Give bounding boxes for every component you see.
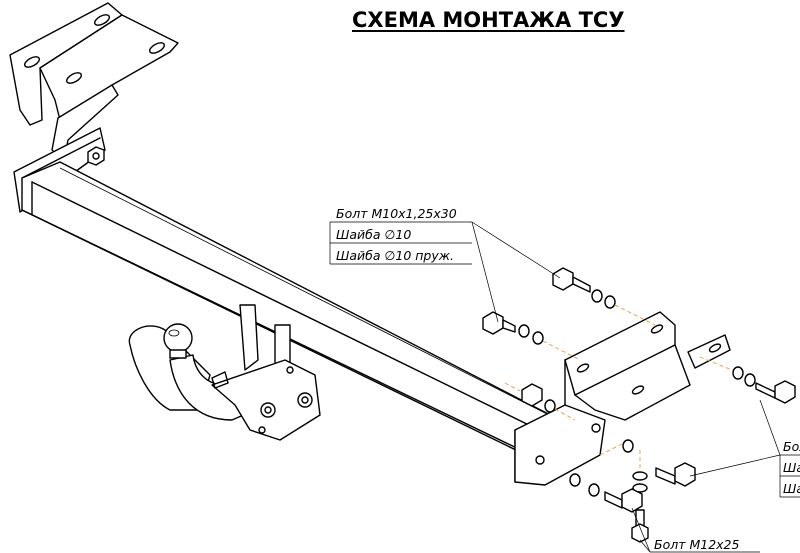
hardware-bottom-group — [569, 439, 696, 543]
callout-top-line-3: Шайба ∅10 пруж. — [336, 248, 454, 263]
callout-bottom-line-1: Болт М12х25 — [654, 537, 740, 552]
callout-right-line-1: Бол — [783, 439, 800, 454]
main-crossbar — [21, 161, 561, 483]
hardware-top-group — [482, 267, 656, 421]
callout-top-line-2: Шайба ∅10 — [336, 227, 411, 242]
hardware-right-group — [699, 356, 796, 404]
diagram-title: СХЕМА МОНТАЖА ТСУ — [352, 8, 625, 32]
ball-hitch — [128, 304, 321, 441]
right-side-plate — [514, 311, 731, 486]
callout-top: Болт М10х1,25х30 Шайба ∅10 Шайба ∅10 пру… — [329, 206, 561, 323]
callout-right-line-2: Ша — [783, 460, 800, 475]
callout-right-line-3: Ша — [783, 481, 800, 496]
callout-right: Бол Ша Ша — [689, 399, 800, 498]
callout-top-line-1: Болт М10х1,25х30 — [336, 206, 457, 221]
callout-bottom: Болт М12х25 — [631, 507, 760, 553]
